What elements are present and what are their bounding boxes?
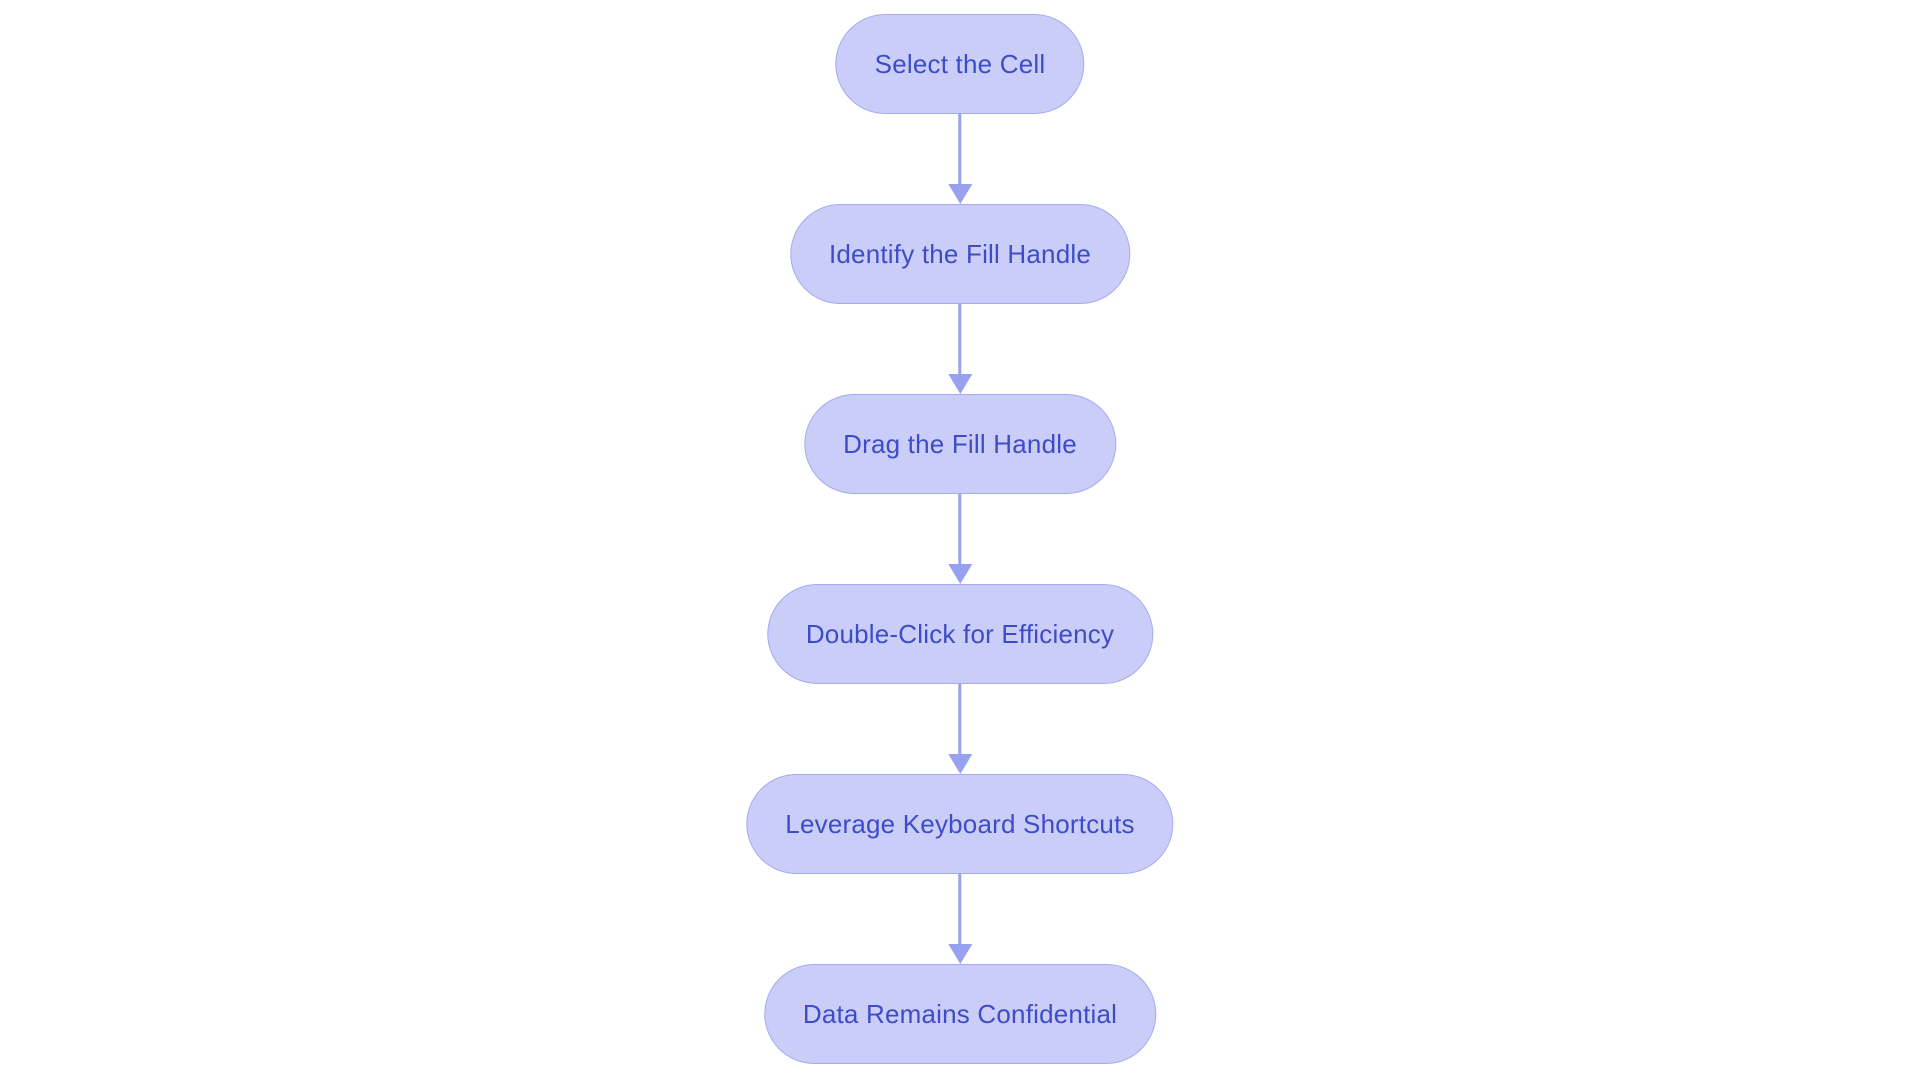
flow-arrow-4 (948, 684, 972, 774)
flow-node-keyboard-shortcuts: Leverage Keyboard Shortcuts (746, 774, 1174, 874)
flow-node-label: Data Remains Confidential (802, 999, 1118, 1029)
arrow-down-icon (948, 564, 972, 584)
arrow-line (958, 114, 962, 184)
flow-node-label: Select the Cell (874, 49, 1046, 79)
flow-node-drag-handle: Drag the Fill Handle (804, 394, 1116, 494)
flow-node-data-confidential: Data Remains Confidential (763, 964, 1157, 1064)
flow-node-label: Identify the Fill Handle (828, 239, 1092, 269)
flowchart: Select the Cell Identify the Fill Handle… (746, 14, 1174, 1064)
arrow-down-icon (948, 754, 972, 774)
arrow-line (958, 304, 962, 374)
flow-arrow-5 (948, 874, 972, 964)
arrow-down-icon (948, 184, 972, 204)
flow-node-label: Double-Click for Efficiency (805, 619, 1115, 649)
flow-arrow-3 (948, 494, 972, 584)
arrow-line (958, 684, 962, 754)
arrow-down-icon (948, 374, 972, 394)
arrow-down-icon (948, 944, 972, 964)
flow-node-select-cell: Select the Cell (835, 14, 1085, 114)
arrow-line (958, 494, 962, 564)
arrow-line (958, 874, 962, 944)
flow-node-label: Leverage Keyboard Shortcuts (785, 809, 1135, 839)
flow-arrow-2 (948, 304, 972, 394)
flow-arrow-1 (948, 114, 972, 204)
flow-node-identify-handle: Identify the Fill Handle (789, 204, 1131, 304)
flow-node-double-click: Double-Click for Efficiency (766, 584, 1154, 684)
flow-node-label: Drag the Fill Handle (843, 429, 1077, 459)
